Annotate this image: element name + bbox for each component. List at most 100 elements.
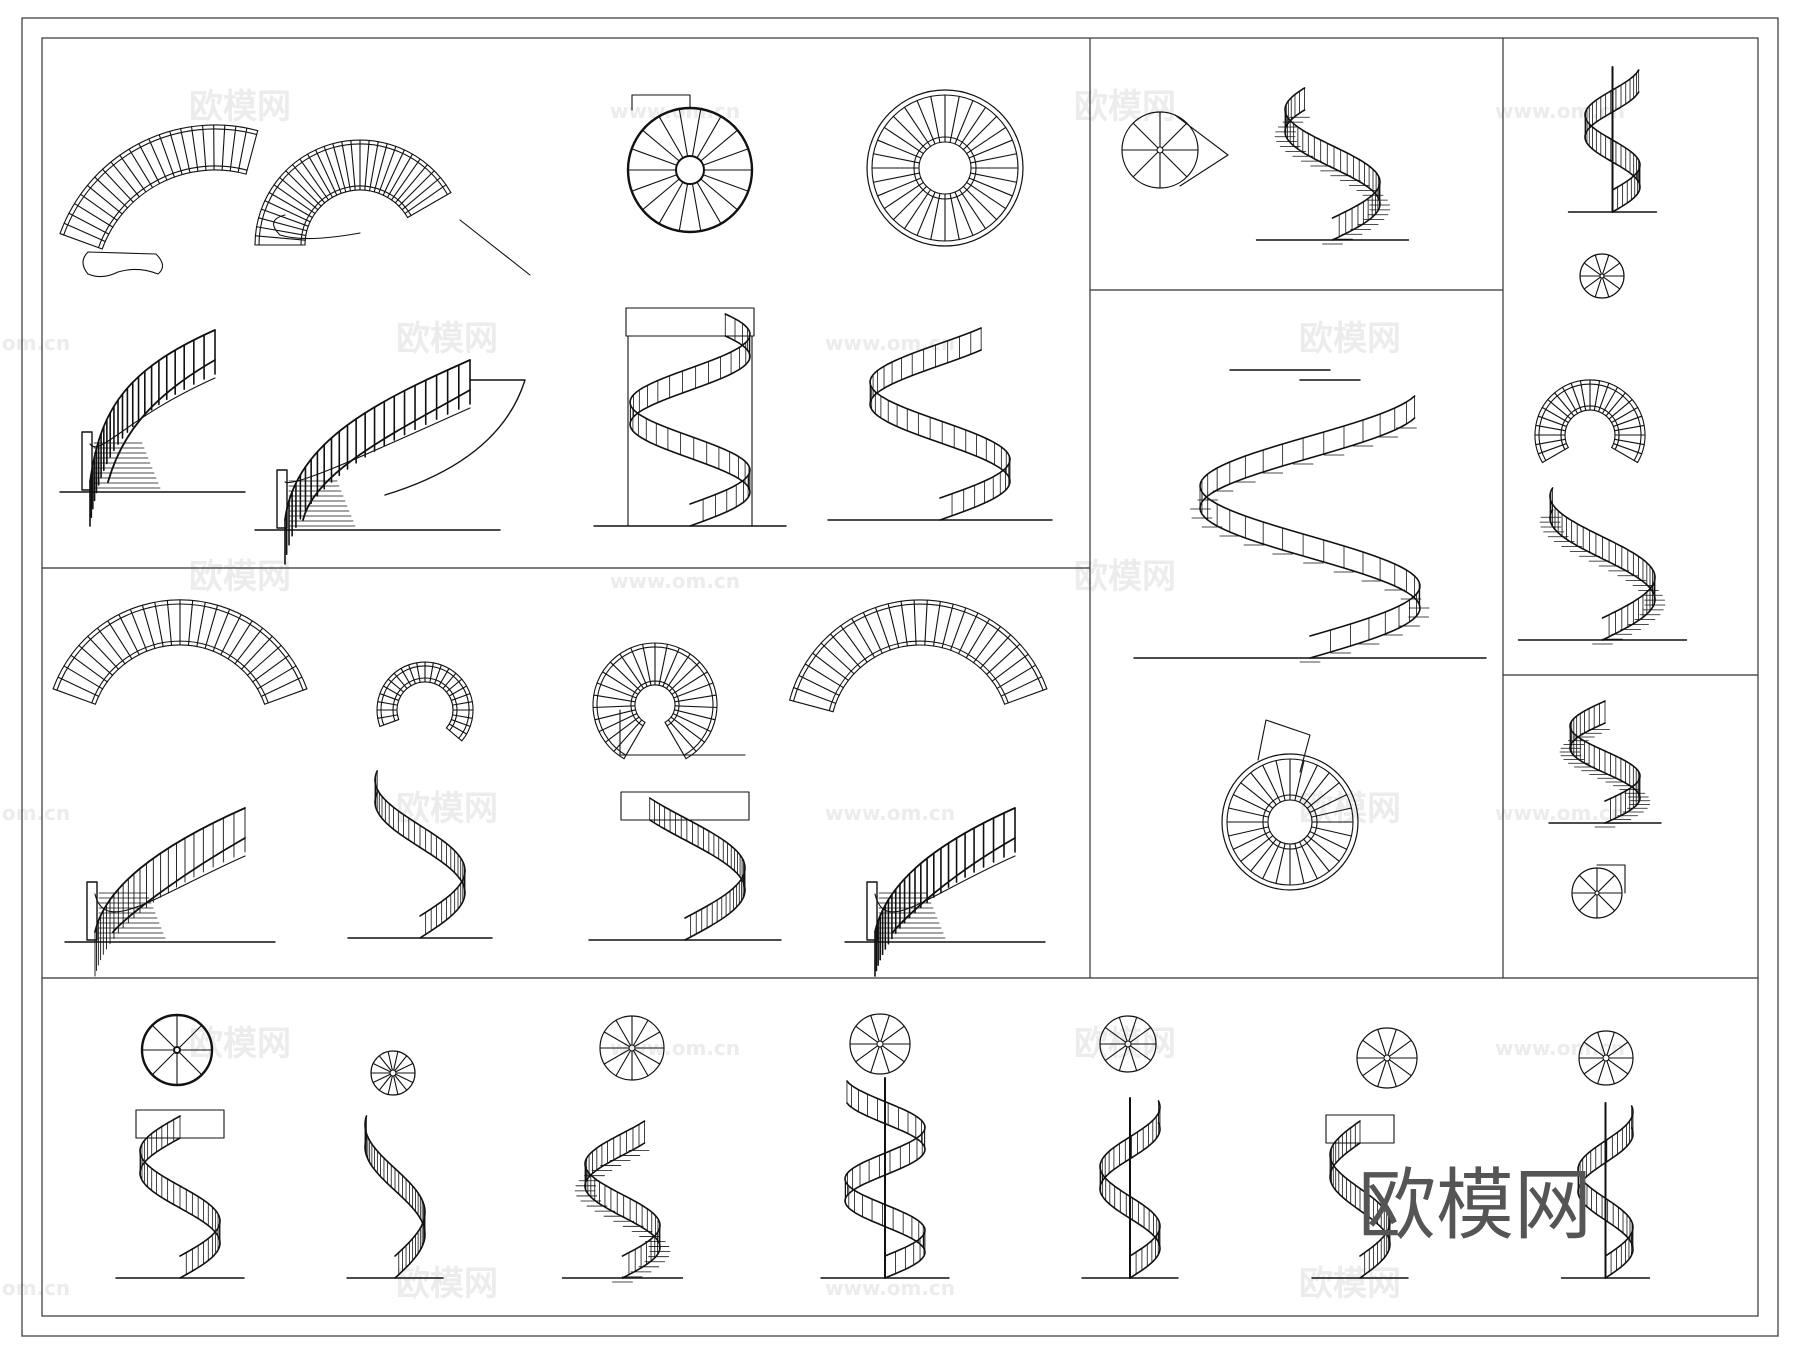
newel-post [276,469,288,529]
tread [673,709,716,721]
tread [1104,1045,1127,1062]
handrail-right [302,389,471,521]
tread [1583,1041,1605,1057]
handrail [584,1120,661,1257]
elev-bottom-7 [1560,1102,1651,1279]
tread [264,688,308,705]
handrail [648,797,746,919]
tread [892,185,928,221]
tread [63,222,106,243]
tread [452,701,473,706]
tread [870,1014,880,1042]
tread [1606,1060,1615,1085]
plan-spiral-stair-b [866,89,1024,247]
tread [798,674,840,696]
tread [1535,424,1566,432]
tread [1387,1060,1397,1088]
tread [962,185,998,221]
tread [641,178,680,211]
tread [393,1075,399,1095]
plan-half-arc-stair-a [52,599,308,705]
tread [1294,760,1305,802]
tread [1250,838,1277,872]
stringer [94,855,246,913]
plan-bottom-4 [849,1013,911,1075]
stringer [1569,722,1641,824]
tread [1605,392,1626,417]
plan-bottom-2 [370,1050,416,1096]
elev-bottom-2 [346,1115,444,1279]
tread [450,719,471,727]
tread [256,226,307,236]
tread [390,158,421,201]
tread [229,125,237,172]
inner-stringer [94,644,266,705]
handrail [1569,700,1641,802]
tread [883,181,924,210]
tread [691,183,702,232]
tread [667,719,697,752]
tread [220,614,242,656]
elev-curved-landing-stair [588,791,782,941]
inner-handrail [97,165,248,249]
tread [631,148,678,166]
tread [804,663,845,689]
elev-curved-stair-grand [254,359,501,565]
tread [969,172,1018,183]
tread [78,644,114,676]
tread [96,627,126,665]
tread [870,1046,880,1074]
tread [204,604,219,650]
tread [379,719,400,727]
tread [949,607,967,651]
plan-spiral-with-flight [1221,753,1359,891]
tread [378,1055,392,1072]
tread [190,126,199,172]
tread [364,139,370,191]
inner-handrail [1560,405,1620,451]
tread [615,1019,632,1046]
tread [702,148,749,166]
tread [1603,276,1621,290]
tread [372,1062,391,1073]
landing-guard [620,791,750,821]
tread [151,1051,176,1076]
stair-well-frame [627,335,753,527]
tread [969,153,1018,164]
tread [1240,835,1274,862]
tread [691,108,702,157]
tread [86,184,123,215]
tread [1310,826,1352,837]
tread [445,678,463,693]
stringer [584,1142,661,1279]
tread [434,664,442,685]
tread [52,688,96,705]
tread [306,153,334,198]
stringer [629,335,751,527]
volute-landing [82,251,164,278]
tread [151,1024,176,1049]
tread [1541,406,1569,424]
elev-helical-stair [827,327,1053,521]
tread [1250,772,1277,806]
tread [169,130,183,176]
tread [429,662,434,683]
tread [592,705,636,709]
tread [1129,1045,1152,1062]
tread [1578,874,1597,893]
tread [1598,382,1610,413]
tread [450,693,471,701]
tread [394,1074,408,1091]
tread [1612,443,1643,455]
tread [129,608,148,652]
tread [80,193,118,221]
tread [398,170,435,207]
tread [107,620,133,660]
stringer [1577,1127,1634,1279]
tread [373,143,388,193]
tread [872,172,921,183]
tread [279,176,319,211]
inner-stringer [101,169,247,250]
tread [623,721,646,760]
tread [1294,842,1305,884]
